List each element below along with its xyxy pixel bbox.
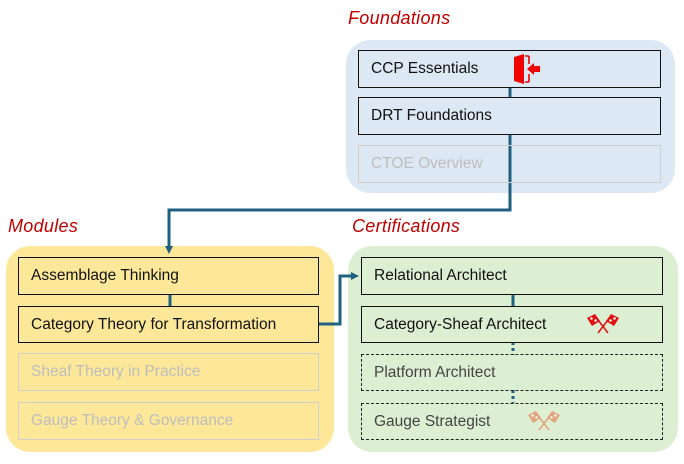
checkered-flags-icon [587, 314, 619, 334]
item-label: DRT Foundations [371, 107, 492, 124]
item-assemblage-thinking[interactable]: Assemblage Thinking [18, 257, 319, 295]
foundations-title: Foundations [348, 8, 451, 28]
item-label: Category Theory for Transformation [31, 315, 277, 333]
item-gauge-strategist[interactable]: Gauge Strategist [361, 403, 663, 440]
item-label: Category-Sheaf Architect [374, 315, 547, 333]
item-label: Gauge Strategist [374, 412, 491, 430]
item-gauge-theory-governance[interactable]: Gauge Theory & Governance [18, 402, 319, 440]
item-drt-foundations[interactable]: DRT Foundations [358, 97, 661, 135]
item-label: Relational Architect [374, 267, 507, 284]
item-label: Platform Architect [374, 363, 496, 381]
item-platform-architect[interactable]: Platform Architect [361, 354, 663, 391]
item-sheaf-theory-practice[interactable]: Sheaf Theory in Practice [18, 353, 319, 391]
checkered-flags-icon [528, 411, 560, 431]
certifications-title: Certifications [352, 216, 461, 236]
item-label: CTOE Overview [371, 155, 483, 172]
item-category-theory-transformation[interactable]: Category Theory for Transformation [18, 306, 319, 343]
item-label: Assemblage Thinking [31, 267, 179, 284]
item-label: CCP Essentials [371, 60, 479, 77]
item-ctoe-overview[interactable]: CTOE Overview [358, 145, 661, 183]
item-label: Sheaf Theory in Practice [31, 363, 201, 380]
item-ccp-essentials[interactable]: CCP Essentials [358, 50, 661, 88]
item-label: Gauge Theory & Governance [31, 412, 234, 429]
exit-door-icon [514, 54, 540, 84]
modules-title: Modules [8, 216, 79, 236]
item-relational-architect[interactable]: Relational Architect [361, 257, 663, 295]
